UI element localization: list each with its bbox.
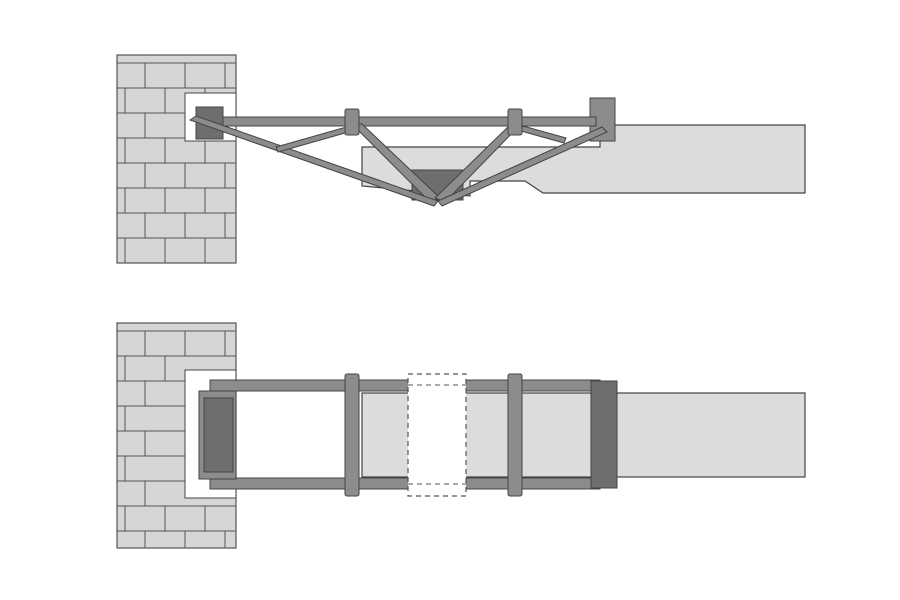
- elevation-clamp-left: [344, 108, 360, 136]
- elevation-brace-left: [275, 125, 353, 153]
- plan-wall-bearing-plate-inner: [203, 397, 234, 473]
- elevation-brick-wall: [116, 54, 237, 264]
- plan-end-cap: [590, 380, 618, 489]
- elevation-tension-rod-right: [437, 126, 608, 207]
- plan-side-rail-top: [209, 379, 601, 392]
- elevation-view: [116, 54, 806, 264]
- plan-dashed-outline: [407, 373, 467, 497]
- elevation-wall-bearing-plate: [195, 106, 224, 140]
- plan-clamp-right: [507, 373, 523, 497]
- plan-clamp-left: [344, 373, 360, 497]
- elevation-brace-right: [520, 125, 567, 144]
- plan-view: [116, 322, 806, 549]
- elevation-top-chord: [211, 116, 597, 127]
- plan-side-rail-bottom: [209, 477, 601, 490]
- elevation-clamp-right: [507, 108, 523, 136]
